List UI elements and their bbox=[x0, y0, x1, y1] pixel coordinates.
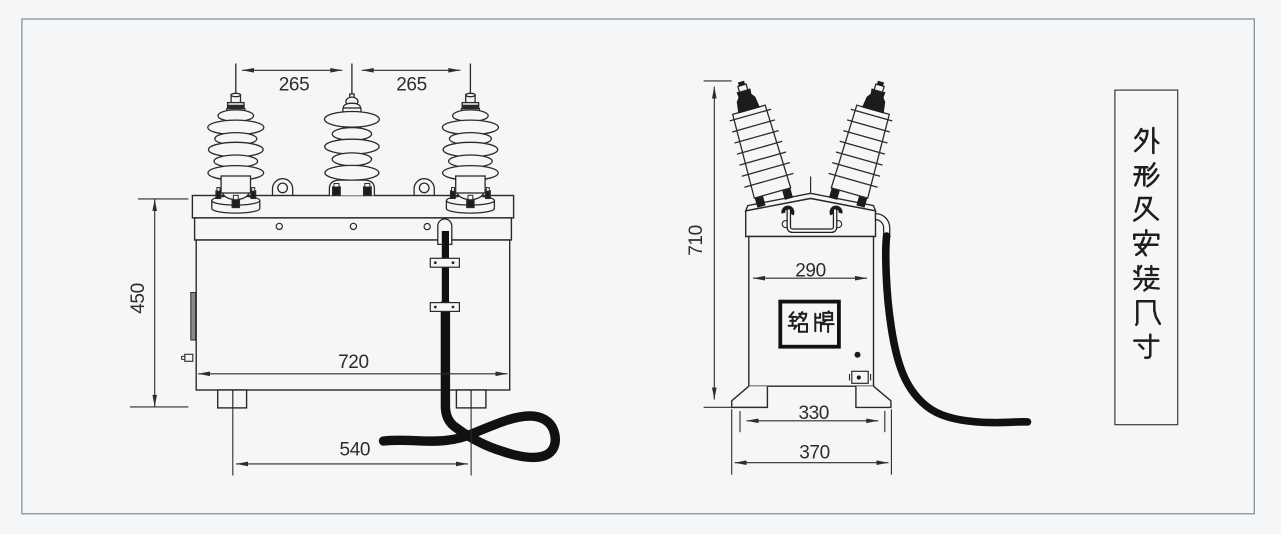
svg-text:370: 370 bbox=[799, 442, 830, 463]
svg-text:290: 290 bbox=[795, 260, 826, 281]
svg-text:265: 265 bbox=[279, 75, 310, 96]
svg-text:720: 720 bbox=[338, 352, 369, 373]
svg-text:450: 450 bbox=[128, 283, 149, 314]
svg-text:330: 330 bbox=[798, 403, 829, 424]
svg-text:710: 710 bbox=[686, 225, 707, 256]
svg-text:265: 265 bbox=[396, 75, 427, 96]
svg-text:540: 540 bbox=[340, 439, 371, 460]
